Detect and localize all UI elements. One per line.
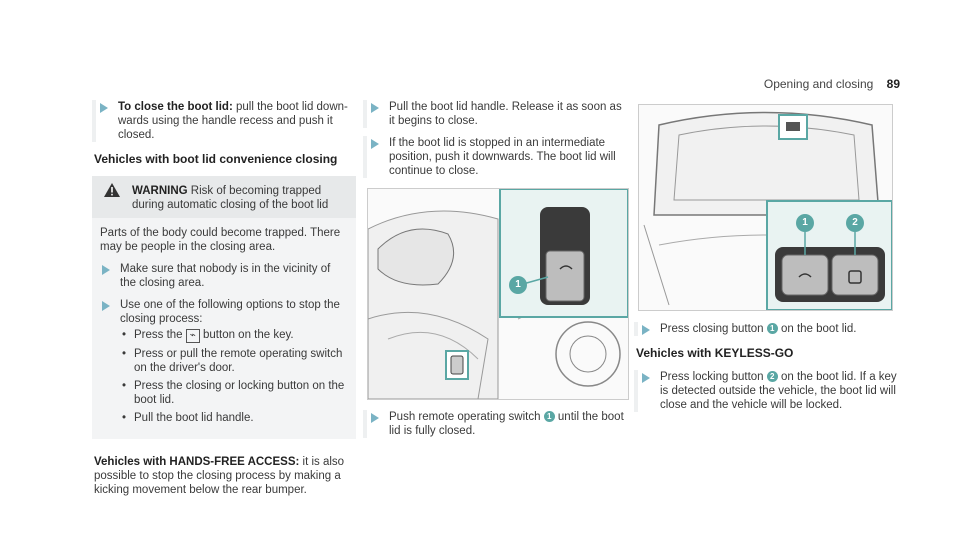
step-make-sure: Make sure that nobody is in the vicinity… <box>98 262 348 290</box>
handsfree-paragraph: Vehicles with HANDS-FREE ACCESS: it is a… <box>94 455 356 497</box>
step-close-boot: To close the boot lid: pull the boot lid… <box>92 100 356 142</box>
warning-text: Risk of becoming trapped during automati… <box>132 185 329 211</box>
column-right: Press closing button 1 on the boot lid. … <box>634 322 898 420</box>
step-text: If the boot lid is stopped in an interme… <box>389 137 616 177</box>
callout-badge: 1 <box>543 411 555 423</box>
step-arrow-icon <box>371 413 379 423</box>
step-text: on the boot lid. <box>780 323 857 335</box>
callout-1: 1 <box>515 279 521 290</box>
handsfree-text: it is also possible to stop the closing … <box>94 456 345 496</box>
bullet-closing-button: Press the closing or locking button on t… <box>120 379 348 407</box>
bullet-press-key: Press the ⌁ button on the key. <box>120 328 348 343</box>
column-middle-bottom: Push remote operating switch 1 until the… <box>363 410 627 446</box>
step-intermediate: If the boot lid is stopped in an interme… <box>363 136 627 178</box>
step-push-switch: Push remote operating switch 1 until the… <box>363 410 627 438</box>
callout-badge: 1 <box>766 323 778 335</box>
column-middle: Pull the boot lid handle. Release it as … <box>363 100 627 186</box>
step-arrow-icon <box>371 103 379 113</box>
step-use-one: Use one of the following options to stop… <box>98 298 348 425</box>
figure-door-switch: 1 <box>367 188 629 400</box>
boot-lid-key-icon: ⌁ <box>185 329 200 343</box>
step-text: Push remote operating switch <box>389 411 541 423</box>
boot-lid-illustration <box>639 105 892 310</box>
step-arrow-icon <box>642 373 650 383</box>
step-press-locking: Press locking button 2 on the boot lid. … <box>634 370 898 412</box>
step-text: Press locking button <box>660 371 764 383</box>
convenience-heading: Vehicles with boot lid convenience closi… <box>94 152 338 166</box>
callout-badge: 2 <box>766 371 778 383</box>
page-number: 89 <box>886 77 900 91</box>
warning-header: WARNING Risk of becoming trapped during … <box>92 176 356 218</box>
handsfree-title: Vehicles with HANDS-FREE ACCESS: <box>94 456 300 468</box>
step-pull-handle: Pull the boot lid handle. Release it as … <box>363 100 627 128</box>
step-text: on the boot lid. If a key is detected ou… <box>660 371 897 411</box>
step-text: Pull the boot lid handle. Release it as … <box>389 101 622 127</box>
keyless-heading: Vehicles with KEYLESS-GO <box>636 346 794 360</box>
warning-icon <box>104 183 120 197</box>
step-text: Use one of the following options to stop… <box>120 299 340 325</box>
bullet-text: button on the key. <box>203 329 294 341</box>
warning-label: WARNING <box>132 185 188 197</box>
page-header: Opening and closing 89 <box>764 77 900 91</box>
step-text: pull the boot lid down-wards using the h… <box>118 101 348 141</box>
step-arrow-icon <box>102 265 110 275</box>
door-interior-illustration <box>368 189 628 399</box>
step-text: Press closing button <box>660 323 764 335</box>
callout-2: 2 <box>852 217 858 228</box>
step-arrow-icon <box>102 301 110 311</box>
step-arrow-icon <box>642 325 650 335</box>
step-arrow-icon <box>371 139 379 149</box>
step-press-closing: Press closing button 1 on the boot lid. <box>634 322 898 336</box>
callout-1: 1 <box>802 217 808 228</box>
section-title: Opening and closing <box>763 77 874 91</box>
bullet-handle: Pull the boot lid handle. <box>120 411 348 425</box>
figure-boot-lid: 1 2 <box>638 104 893 311</box>
bullet-remote-switch: Press or pull the remote operating switc… <box>120 347 348 375</box>
step-text: Make sure that nobody is in the vicinity… <box>120 263 331 289</box>
step-title: To close the boot lid: <box>118 101 233 113</box>
column-left: To close the boot lid: pull the boot lid… <box>92 100 356 497</box>
step-arrow-icon <box>100 103 108 113</box>
warning-box: WARNING Risk of becoming trapped during … <box>92 176 356 439</box>
step-text: until the boot lid is fully closed. <box>389 411 624 437</box>
bullet-text: Press the <box>134 329 183 341</box>
warning-body: Parts of the body could become trapped. … <box>100 227 341 253</box>
